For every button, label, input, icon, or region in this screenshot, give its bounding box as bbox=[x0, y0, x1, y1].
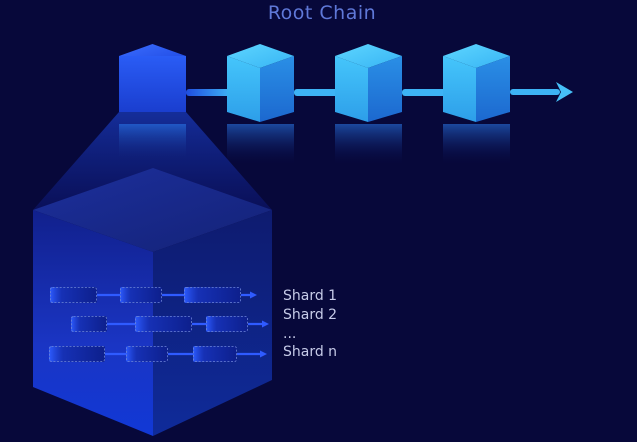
shard-label: Shard 1 bbox=[283, 288, 337, 304]
shard-label: Shard n bbox=[283, 344, 337, 360]
shard-block bbox=[126, 346, 168, 362]
shard-chains bbox=[49, 287, 269, 362]
shard-block-glow bbox=[193, 346, 237, 362]
shard-label-ellipsis: ... bbox=[283, 326, 296, 342]
shard-block-outline bbox=[120, 287, 162, 303]
block-reflection bbox=[335, 124, 402, 164]
shard-arrowhead-icon bbox=[250, 291, 257, 299]
block-reflection bbox=[443, 124, 510, 164]
shard-block-outline bbox=[49, 346, 105, 362]
shard-block-outline bbox=[50, 287, 97, 303]
shard-block-glow bbox=[184, 287, 241, 303]
diagram-title: Root Chain bbox=[268, 2, 376, 24]
root-block-active bbox=[119, 44, 186, 164]
shard-block-outline bbox=[126, 346, 168, 362]
root-chain-blocks bbox=[119, 44, 510, 164]
chain-link bbox=[186, 89, 232, 96]
shard-arrowhead-icon bbox=[262, 320, 269, 328]
shard-block bbox=[206, 316, 248, 332]
shard-block-glow bbox=[206, 316, 248, 332]
shard-chain-row bbox=[71, 316, 269, 332]
shard-chain-row bbox=[49, 346, 267, 362]
shard-block bbox=[184, 287, 241, 303]
chain-link bbox=[294, 89, 342, 96]
root-block bbox=[227, 44, 294, 164]
shard-block-outline bbox=[206, 316, 248, 332]
root-block bbox=[335, 44, 402, 164]
shard-block-glow bbox=[126, 346, 168, 362]
block-reflection bbox=[119, 124, 186, 164]
shard-cube-top-face bbox=[33, 168, 272, 252]
shard-block bbox=[120, 287, 162, 303]
shard-block bbox=[135, 316, 192, 332]
shard-arrowhead-icon bbox=[260, 350, 267, 358]
shard-labels: Shard 1 Shard 2 ... Shard n bbox=[283, 288, 337, 360]
shard-block-glow bbox=[135, 316, 192, 332]
shard-block-glow bbox=[49, 346, 105, 362]
shard-block-outline bbox=[135, 316, 192, 332]
shard-block-glow bbox=[50, 287, 97, 303]
shard-block-glow bbox=[71, 316, 107, 332]
block-top-face bbox=[227, 44, 294, 68]
shard-block bbox=[49, 346, 105, 362]
block-left-face bbox=[335, 56, 368, 122]
block-left-face bbox=[443, 56, 476, 122]
block-right-face bbox=[260, 56, 294, 122]
block-front-face bbox=[119, 56, 186, 112]
chain-link bbox=[510, 89, 560, 95]
block-top-face bbox=[443, 44, 510, 68]
shard-chain-row bbox=[50, 287, 257, 303]
shard-block bbox=[50, 287, 97, 303]
shard-block-outline bbox=[71, 316, 107, 332]
root-block bbox=[443, 44, 510, 164]
shard-block bbox=[193, 346, 237, 362]
shard-block-glow bbox=[120, 287, 162, 303]
chain-arrowhead-icon bbox=[556, 82, 573, 102]
block-right-face bbox=[476, 56, 510, 122]
shard-label: Shard 2 bbox=[283, 307, 337, 323]
shard-block bbox=[71, 316, 107, 332]
block-left-face bbox=[227, 56, 260, 122]
block-reflection bbox=[227, 124, 294, 164]
block-right-face bbox=[368, 56, 402, 122]
chain-link bbox=[402, 89, 450, 96]
shard-block-outline bbox=[184, 287, 241, 303]
block-top-face bbox=[335, 44, 402, 68]
shard-block-outline bbox=[193, 346, 237, 362]
root-chain-links bbox=[186, 82, 573, 102]
